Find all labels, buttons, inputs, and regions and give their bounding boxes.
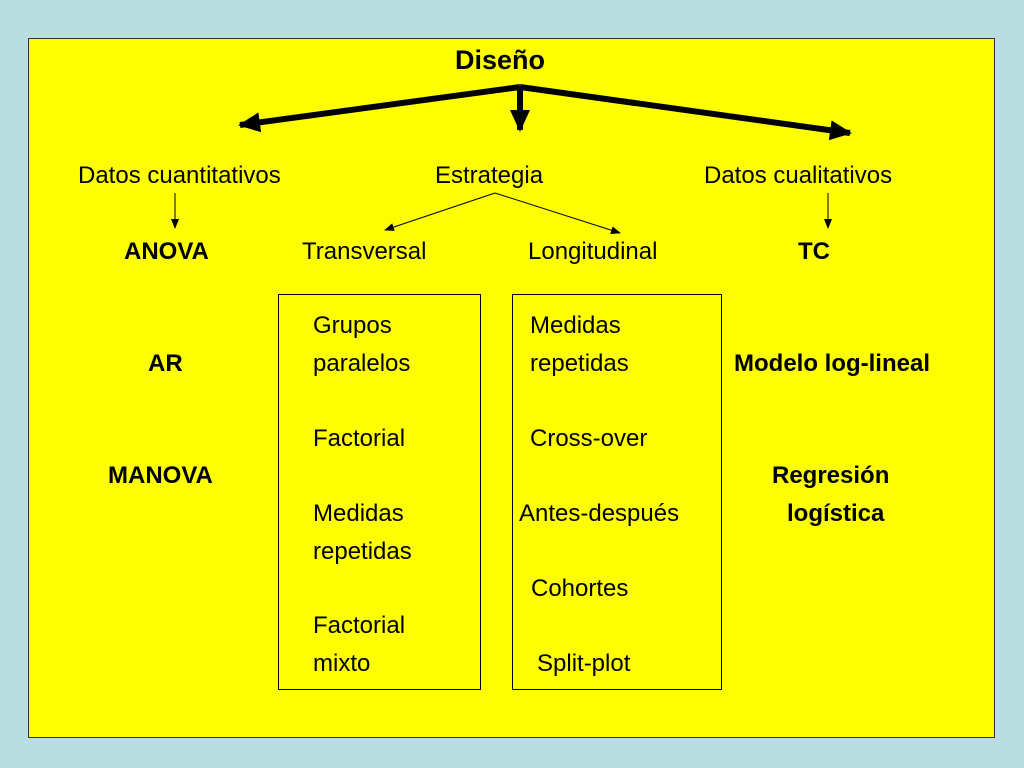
transversal-item: mixto xyxy=(313,650,371,677)
label-estrategia: Estrategia xyxy=(435,162,544,189)
label-manova: MANOVA xyxy=(108,462,213,489)
longitudinal-item: Medidas xyxy=(530,312,621,339)
transversal-item: Medidas xyxy=(313,500,404,527)
transversal-box xyxy=(278,294,481,690)
transversal-item: paralelos xyxy=(313,350,411,377)
label-modelo-log-lineal: Modelo log-lineal xyxy=(734,350,930,377)
label-tc: TC xyxy=(798,238,830,265)
label-regresion: Regresión xyxy=(772,462,890,489)
label-datos-cualitativos: Datos cualitativos xyxy=(704,162,893,189)
label-transversal: Transversal xyxy=(302,238,427,265)
arrow-to-transversal xyxy=(384,192,496,231)
longitudinal-item: Antes-después xyxy=(519,500,680,527)
longitudinal-box xyxy=(512,294,722,690)
slide xyxy=(28,38,995,738)
arrow-to-longitudinal xyxy=(494,192,621,235)
label-logistica: logística xyxy=(787,500,885,527)
transversal-item: repetidas xyxy=(313,538,412,565)
label-ar: AR xyxy=(148,350,183,377)
longitudinal-item: Split-plot xyxy=(537,650,631,677)
longitudinal-item: Cohortes xyxy=(531,575,629,602)
arrow-to-cualitativos xyxy=(519,84,852,141)
label-anova: ANOVA xyxy=(124,238,209,265)
transversal-item: Factorial xyxy=(313,612,406,639)
transversal-item: Factorial xyxy=(313,425,406,452)
longitudinal-item: Cross-over xyxy=(530,425,648,452)
label-longitudinal: Longitudinal xyxy=(528,238,658,265)
longitudinal-item: repetidas xyxy=(530,350,629,377)
label-datos-cuantitativos: Datos cuantitativos xyxy=(78,162,281,189)
diagram-title: Diseño xyxy=(455,45,546,75)
arrow-to-cuantitativos xyxy=(238,84,521,133)
transversal-item: Grupos xyxy=(313,312,392,339)
